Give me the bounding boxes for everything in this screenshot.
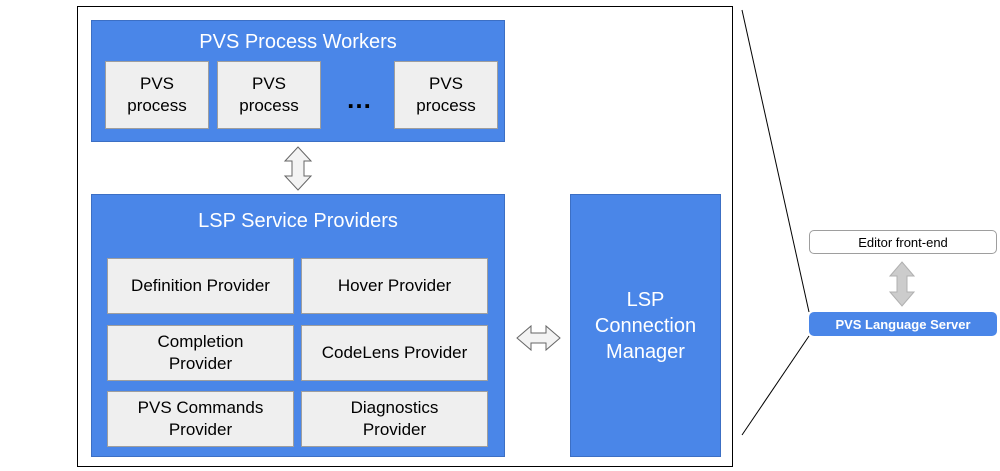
pvs-process-box-2: PVS process: [217, 61, 321, 129]
providers-title: LSP Service Providers: [198, 210, 398, 232]
providers-manager-arrow: [516, 324, 561, 352]
definition-provider-box: Definition Provider: [107, 258, 294, 314]
diagnostics-provider-label: Diagnostics Provider: [350, 398, 439, 439]
pvs-process-label-1: PVS process: [127, 74, 187, 115]
pvs-process-box-3: PVS process: [394, 61, 498, 129]
zoom-line-bottom: [741, 335, 810, 436]
pvs-language-server-label: PVS Language Server: [835, 316, 971, 332]
pvs-commands-provider-label: PVS Commands Provider: [137, 398, 264, 439]
definition-provider-label: Definition Provider: [131, 276, 270, 295]
editor-front-end-box: Editor front-end: [809, 230, 997, 254]
editor-server-arrow: [888, 261, 916, 307]
lsp-connection-manager-box: LSP Connection Manager: [570, 194, 721, 457]
pvs-commands-provider-box: PVS Commands Provider: [107, 391, 294, 447]
pvs-process-label-3: PVS process: [416, 74, 476, 115]
codelens-provider-box: CodeLens Provider: [301, 325, 488, 381]
completion-provider-box: Completion Provider: [107, 325, 294, 381]
pvs-process-label-2: PVS process: [239, 74, 299, 115]
pvs-process-box-1: PVS process: [105, 61, 209, 129]
diagnostics-provider-box: Diagnostics Provider: [301, 391, 488, 447]
editor-front-end-label: Editor front-end: [858, 234, 948, 250]
hover-provider-label: Hover Provider: [337, 276, 452, 295]
workers-title: PVS Process Workers: [199, 31, 397, 53]
pvs-language-server-box: PVS Language Server: [809, 312, 997, 336]
ellipsis: …: [346, 84, 374, 114]
hover-provider-box: Hover Provider: [301, 258, 488, 314]
codelens-provider-label: CodeLens Provider: [321, 343, 468, 362]
workers-providers-arrow: [283, 146, 313, 191]
lsp-connection-manager-label: LSP Connection Manager: [594, 288, 697, 363]
zoom-line-top: [741, 9, 810, 313]
completion-provider-label: Completion Provider: [157, 332, 244, 373]
